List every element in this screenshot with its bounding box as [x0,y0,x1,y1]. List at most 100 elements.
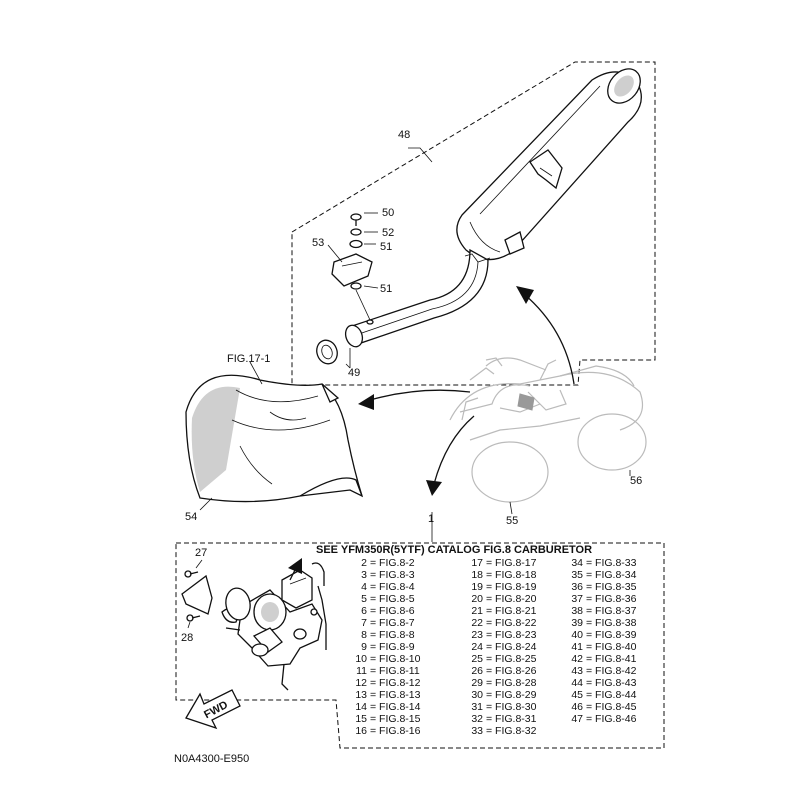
carb-table-fig-ref: = FIG.8-30 [486,701,537,713]
carb-table-ref-number: 23 [471,629,483,641]
carb-table-ref-number: 4 [361,581,367,593]
drawing-code: N0A4300-E950 [174,753,249,765]
carb-table-fig-ref: = FIG.8-25 [486,653,537,665]
carb-table-ref-number: 29 [471,677,483,689]
carb-table-fig-ref: = FIG.8-38 [586,617,637,629]
screws [184,570,201,622]
callout-front-wheel: 55 [506,515,518,527]
carb-plate [181,574,251,621]
carb-table-ref-number: 41 [571,641,583,653]
carb-table-fig-ref: = FIG.8-12 [370,677,421,689]
fwd-arrow [185,689,241,730]
carb-table-fig-ref: = FIG.8-37 [586,605,637,617]
carb-table-ref-number: 31 [471,701,483,713]
carb-table-fig-ref: = FIG.8-39 [586,629,637,641]
callout-gasket: 49 [348,367,360,379]
carb-table-fig-ref: = FIG.8-24 [486,641,537,653]
callout-screw-upper: 27 [195,547,207,559]
carb-table-ref-number: 39 [571,617,583,629]
carb-table-ref-number: 24 [471,641,483,653]
carb-table-fig-ref: = FIG.8-35 [586,581,637,593]
carb-table-fig-ref: = FIG.8-8 [370,629,415,641]
exhaust-group-boundary [291,61,656,386]
carb-table-fig-ref: = FIG.8-31 [486,713,537,725]
carb-table-ref-number: 10 [355,653,367,665]
gasket [316,339,338,365]
carb-table-fig-ref: = FIG.8-46 [586,713,637,725]
carb-table-ref-number: 30 [471,689,483,701]
carb-table-ref-number: 8 [361,629,367,641]
carb-table-fig-ref: = FIG.8-34 [586,569,637,581]
carb-table-ref-number: 38 [571,605,583,617]
carb-table-ref-number: 33 [471,725,483,737]
callout-bracket: 53 [312,237,324,249]
carb-reference-table: SEE YFM350R(5YTF) CATALOG FIG.8 CARBURET… [316,544,637,737]
carb-table-fig-ref: = FIG.8-32 [486,725,537,737]
callout-carb-group: 1 [428,513,434,525]
carb-table-ref-number: 9 [361,641,367,653]
carb-table-fig-ref: = FIG.8-14 [370,701,421,713]
carb-table-ref-number: 3 [361,569,367,581]
carb-table-ref-number: 47 [571,713,583,725]
carb-table-ref-number: 5 [361,593,367,605]
carb-table-fig-ref: = FIG.8-11 [370,665,420,677]
callout-muffler: 48 [398,129,410,141]
carb-table-ref-number: 25 [471,653,483,665]
carb-table-fig-ref: = FIG.8-7 [370,617,415,629]
carb-table-fig-ref: = FIG.8-23 [486,629,537,641]
carb-table-fig-ref: = FIG.8-40 [586,641,637,653]
carb-table-ref-number: 12 [355,677,367,689]
carb-table-ref-number: 36 [571,581,583,593]
carb-table-ref-number: 40 [571,629,583,641]
carb-table-fig-ref: = FIG.8-36 [586,593,637,605]
carb-table-fig-ref: = FIG.8-17 [486,557,537,569]
carb-table-ref-number: 19 [471,581,483,593]
carb-table-ref-number: 20 [471,593,483,605]
carb-table-ref-number: 6 [361,605,367,617]
carb-table-fig-ref: = FIG.8-5 [370,593,415,605]
carb-table-ref-number: 16 [355,725,367,737]
carb-table-ref-number: 2 [361,557,367,569]
carb-table-ref-number: 17 [471,557,483,569]
carb-table-fig-ref: = FIG.8-33 [586,557,637,569]
carb-table-ref-number: 14 [355,701,367,713]
callout-screw-lower: 28 [181,632,193,644]
carb-table-fig-ref: = FIG.8-19 [486,581,537,593]
carb-table-fig-ref: = FIG.8-3 [370,569,415,581]
carb-table-ref-number: 42 [571,653,583,665]
callout-washer: 52 [382,227,394,239]
carb-table-heading: SEE YFM350R(5YTF) CATALOG FIG.8 CARBURET… [316,544,592,556]
carb-table-ref-number: 46 [571,701,583,713]
callout-damper-lower: 51 [380,283,392,295]
atv-outline [449,357,647,503]
carb-table-fig-ref: = FIG.8-13 [370,689,421,701]
carb-table-fig-ref: = FIG.8-2 [370,557,415,569]
callout-bolt: 50 [382,207,394,219]
carb-table-ref-number: 37 [571,593,583,605]
mounting-hardware [331,213,373,321]
carb-table-ref-number: 26 [471,665,483,677]
carb-table-ref-number: 45 [571,689,583,701]
carb-table-fig-ref: = FIG.8-16 [370,725,421,737]
carb-table-ref-number: 43 [571,665,583,677]
carb-table-fig-ref: = FIG.8-45 [586,701,637,713]
carb-table-ref-number: 13 [355,689,367,701]
carb-table-fig-ref: = FIG.8-43 [586,677,637,689]
carb-table-fig-ref: = FIG.8-42 [586,665,637,677]
carb-table-fig-ref: = FIG.8-9 [370,641,415,653]
carb-table-ref-number: 18 [471,569,483,581]
carb-table-ref-number: 22 [471,617,483,629]
carb-table-ref-number: 21 [471,605,483,617]
carb-table-fig-ref: = FIG.8-20 [486,593,537,605]
carb-table-ref-number: 11 [356,665,367,677]
carb-table-fig-ref: = FIG.8-21 [486,605,537,617]
carb-table-fig-ref: = FIG.8-28 [486,677,537,689]
carb-table-ref-number: 7 [361,617,367,629]
callout-damper-upper: 51 [380,241,392,253]
carb-table-ref-number: 35 [571,569,583,581]
front-fender [185,374,364,503]
carb-group-boundary [175,542,665,749]
reference-arrows [358,286,575,496]
carb-table-fig-ref: = FIG.8-15 [370,713,421,725]
